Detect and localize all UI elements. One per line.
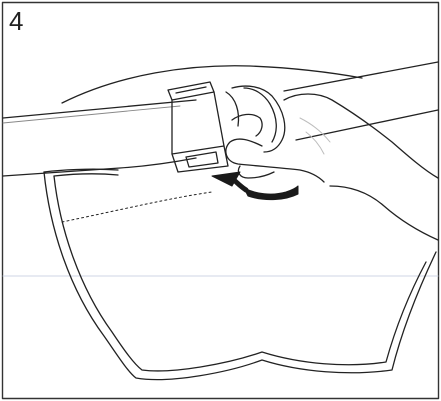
dust-bag — [44, 66, 436, 380]
motion-arrow — [212, 172, 298, 200]
handle-bar-bottom-edge — [3, 110, 438, 176]
clip-lower-frame — [172, 146, 228, 172]
handle-bar-top-edge — [3, 62, 438, 118]
hand-knuckle — [238, 166, 274, 178]
motion-arrow-shaft — [244, 186, 298, 200]
collar-ring-edge — [226, 92, 239, 126]
hand-wrist-underside — [330, 186, 438, 240]
handle-bar-highlight — [3, 106, 180, 123]
clip-upper-frame — [168, 82, 214, 100]
handle-bar — [3, 62, 438, 176]
hand — [226, 94, 438, 240]
hand-thumb — [232, 114, 262, 136]
dust-bag-outer-outline — [44, 66, 436, 380]
collar-ring-front — [232, 86, 285, 152]
collar-ring — [226, 86, 285, 152]
dust-bag-inner-outline — [54, 176, 426, 371]
bag-clip — [168, 82, 228, 172]
motion-arrow-tail — [232, 178, 246, 190]
frame-border — [3, 3, 439, 399]
hand-back-outline — [284, 94, 438, 178]
dust-bag-seam — [62, 192, 212, 222]
